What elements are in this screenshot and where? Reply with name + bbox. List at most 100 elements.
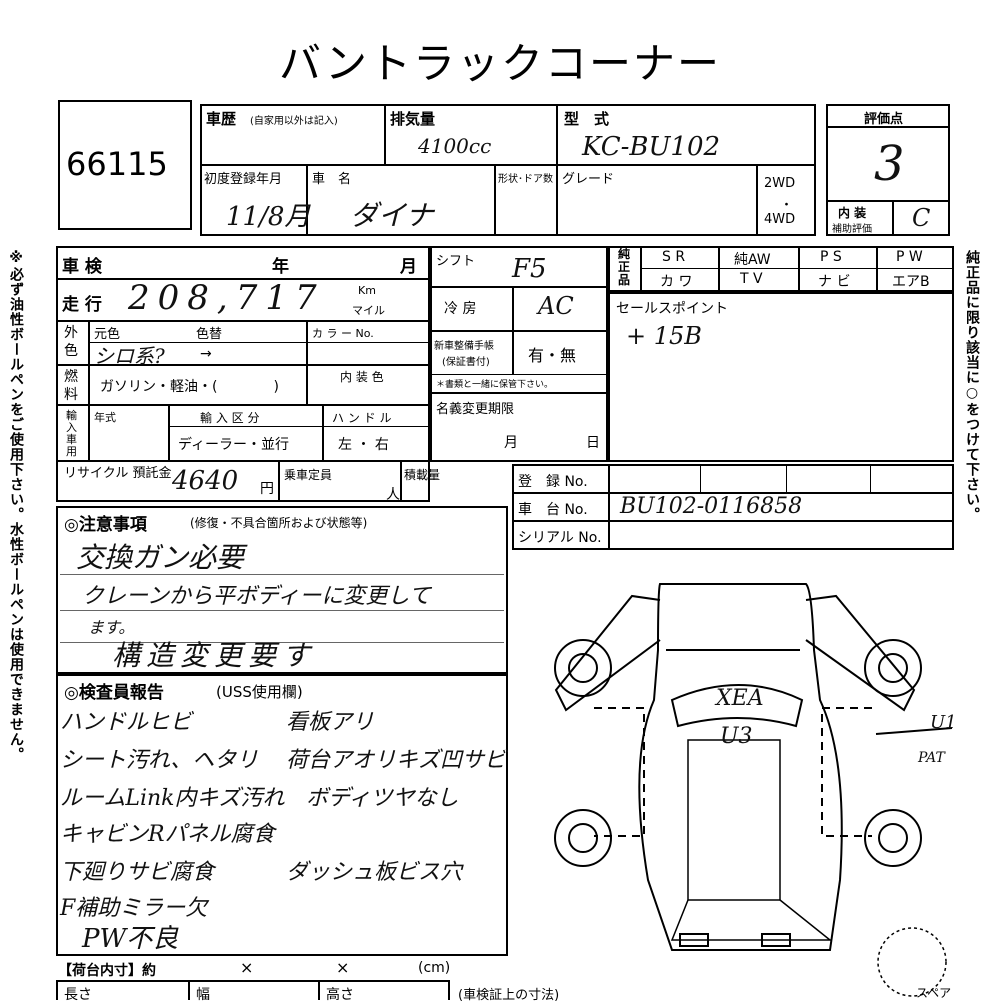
import-year-label: 年式 [94, 411, 116, 424]
bottom-height: 高さ [326, 987, 354, 1003]
bottom-length: 長さ [64, 987, 92, 1003]
serial-label: シリアル No. [518, 530, 602, 546]
color-change-label: 色替 [196, 327, 223, 342]
fuel-side-label: 燃料 [64, 369, 78, 403]
color-orig-label: 元色 [94, 327, 121, 342]
car-name-label: 車 名 [312, 172, 352, 187]
model-label: 型 式 [564, 110, 610, 128]
equipment-side-label: 純正品 [618, 247, 631, 287]
car-name-value: ダイナ [350, 199, 434, 232]
import-type-value: ディーラー・並行 [178, 437, 290, 453]
chassis-label: 車 台 No. [518, 502, 588, 518]
ac-value: AC [538, 292, 574, 320]
bottom-unit: (cm) [418, 960, 451, 976]
drive-4wd: 4WD [764, 212, 796, 227]
registration-grid [512, 464, 954, 550]
report-6a: F補助ミラー欠 [60, 896, 208, 921]
windshield-note: XEA [716, 686, 764, 711]
caution-line-3: ます。 [88, 618, 135, 637]
first-reg-label: 初度登録年月 [204, 172, 283, 187]
report-1a: ハンドルヒビ [60, 710, 193, 735]
inspector-label: ◎検査員報告 [64, 683, 164, 703]
equip-leather: カ ワ [660, 274, 693, 290]
displacement-label: 排気量 [390, 110, 436, 128]
bottom-x2: × [336, 958, 350, 977]
equip-ps: P S [820, 249, 842, 265]
capacity-unit: 人 [386, 487, 400, 503]
left-side-note: ※必ず油性ボールペンをご使用下さい。水性ボールペンは使用できません。 [8, 250, 24, 762]
report-2b: 荷台アオリキズ凹サビ [286, 748, 507, 773]
handle-label: ハ ン ド ル [332, 411, 392, 425]
shape-label: 形状･ドア数 [498, 174, 553, 185]
interior-score-label2: 補助評価 [832, 224, 872, 235]
equip-airbag: エアB [892, 274, 930, 290]
load-label: 積載量 [404, 468, 441, 482]
shift-grid [430, 246, 608, 462]
ac-label: 冷 房 [444, 301, 477, 317]
caution-line-4: 構造変更要す [112, 639, 317, 672]
first-reg-value: 11/8月 [226, 202, 311, 232]
score-label: 評価点 [864, 112, 904, 127]
right-side-note: 純正品に限り該当に○をつけて下さい。 [964, 250, 980, 522]
maintenance-note: ＊書類と一緒に保管下さい。 [436, 380, 554, 390]
mileage-unit-km: Km [358, 284, 376, 297]
report-7a: PW不良 [82, 924, 179, 954]
recycle-label: リサイクル 預託金 [64, 466, 172, 481]
history-note: (自家用以外は記入) [250, 116, 338, 127]
drive-2wd: 2WD [764, 176, 796, 191]
capacity-label: 乗車定員 [284, 468, 333, 482]
caution-note: (修復・不具合箇所および状態等) [190, 516, 368, 530]
fuel-value: ガソリン・軽油・( ) [100, 379, 279, 395]
roof-note: U3 [720, 724, 753, 749]
history-label: 車歴 [206, 110, 237, 128]
shift-value: F5 [512, 254, 547, 284]
caution-box [56, 506, 508, 674]
color-side-label: 外色 [64, 325, 78, 359]
drive-dot: ・ [780, 198, 794, 213]
report-1b: 看板アリ [286, 710, 375, 735]
inspection-label: 車 検 [62, 257, 102, 277]
recycle-unit: 円 [260, 481, 274, 497]
shift-label: シフト [436, 254, 476, 269]
sales-point-value: + 15B [626, 322, 702, 350]
side-note-2: PAT [918, 750, 945, 766]
maintenance-label2: (保証書付) [442, 357, 490, 368]
score-box [826, 104, 950, 236]
handle-value: 左 ・ 右 [338, 437, 389, 453]
interior-score-label1: 内 装 [838, 206, 867, 220]
inspector-box [56, 674, 508, 956]
mileage-label: 走 行 [62, 295, 102, 315]
maintenance-value: 有・無 [528, 346, 577, 365]
recycle-value: 4640 [172, 466, 239, 496]
report-2a: シート汚れ、ヘタリ [60, 748, 259, 773]
mileage-value: 208,717 [128, 278, 325, 318]
spare-label: スペア [916, 986, 952, 1000]
name-change-label: 名義変更期限 [436, 402, 515, 417]
lot-number: 66115 [66, 145, 168, 183]
bottom-label: 【荷台内寸】約 [58, 963, 156, 979]
equip-aw: 純AW [734, 252, 771, 268]
top-grid [200, 104, 816, 236]
color-arrow: → [200, 346, 212, 362]
bottom-x1: × [240, 958, 254, 977]
name-change-day: 日 [586, 435, 600, 451]
name-change-month: 月 [504, 435, 518, 451]
chassis-value: BU102-0116858 [620, 494, 803, 519]
vehicle-info-grid [56, 246, 430, 502]
caution-line-1: 交換ガン必要 [76, 541, 245, 574]
bottom-width: 幅 [196, 987, 210, 1003]
equip-tv: T V [740, 271, 763, 287]
side-note-1: U1 [930, 712, 957, 733]
caution-label: ◎注意事項 [64, 515, 147, 535]
report-5b: ダッシュ板ビス穴 [286, 860, 463, 885]
report-3a: ルームLink内キズ汚れ [60, 786, 285, 811]
interior-score-value: C [912, 204, 931, 232]
score-value: 3 [874, 136, 905, 192]
inspection-month: 月 [400, 257, 417, 277]
bottom-note: (車検証上の寸法) [458, 988, 560, 1003]
displacement-value: 4100cc [418, 134, 492, 158]
report-3b: ボディツヤなし [306, 786, 459, 811]
reg-no-label: 登 録 No. [518, 474, 588, 490]
inspection-year: 年 [272, 257, 289, 277]
